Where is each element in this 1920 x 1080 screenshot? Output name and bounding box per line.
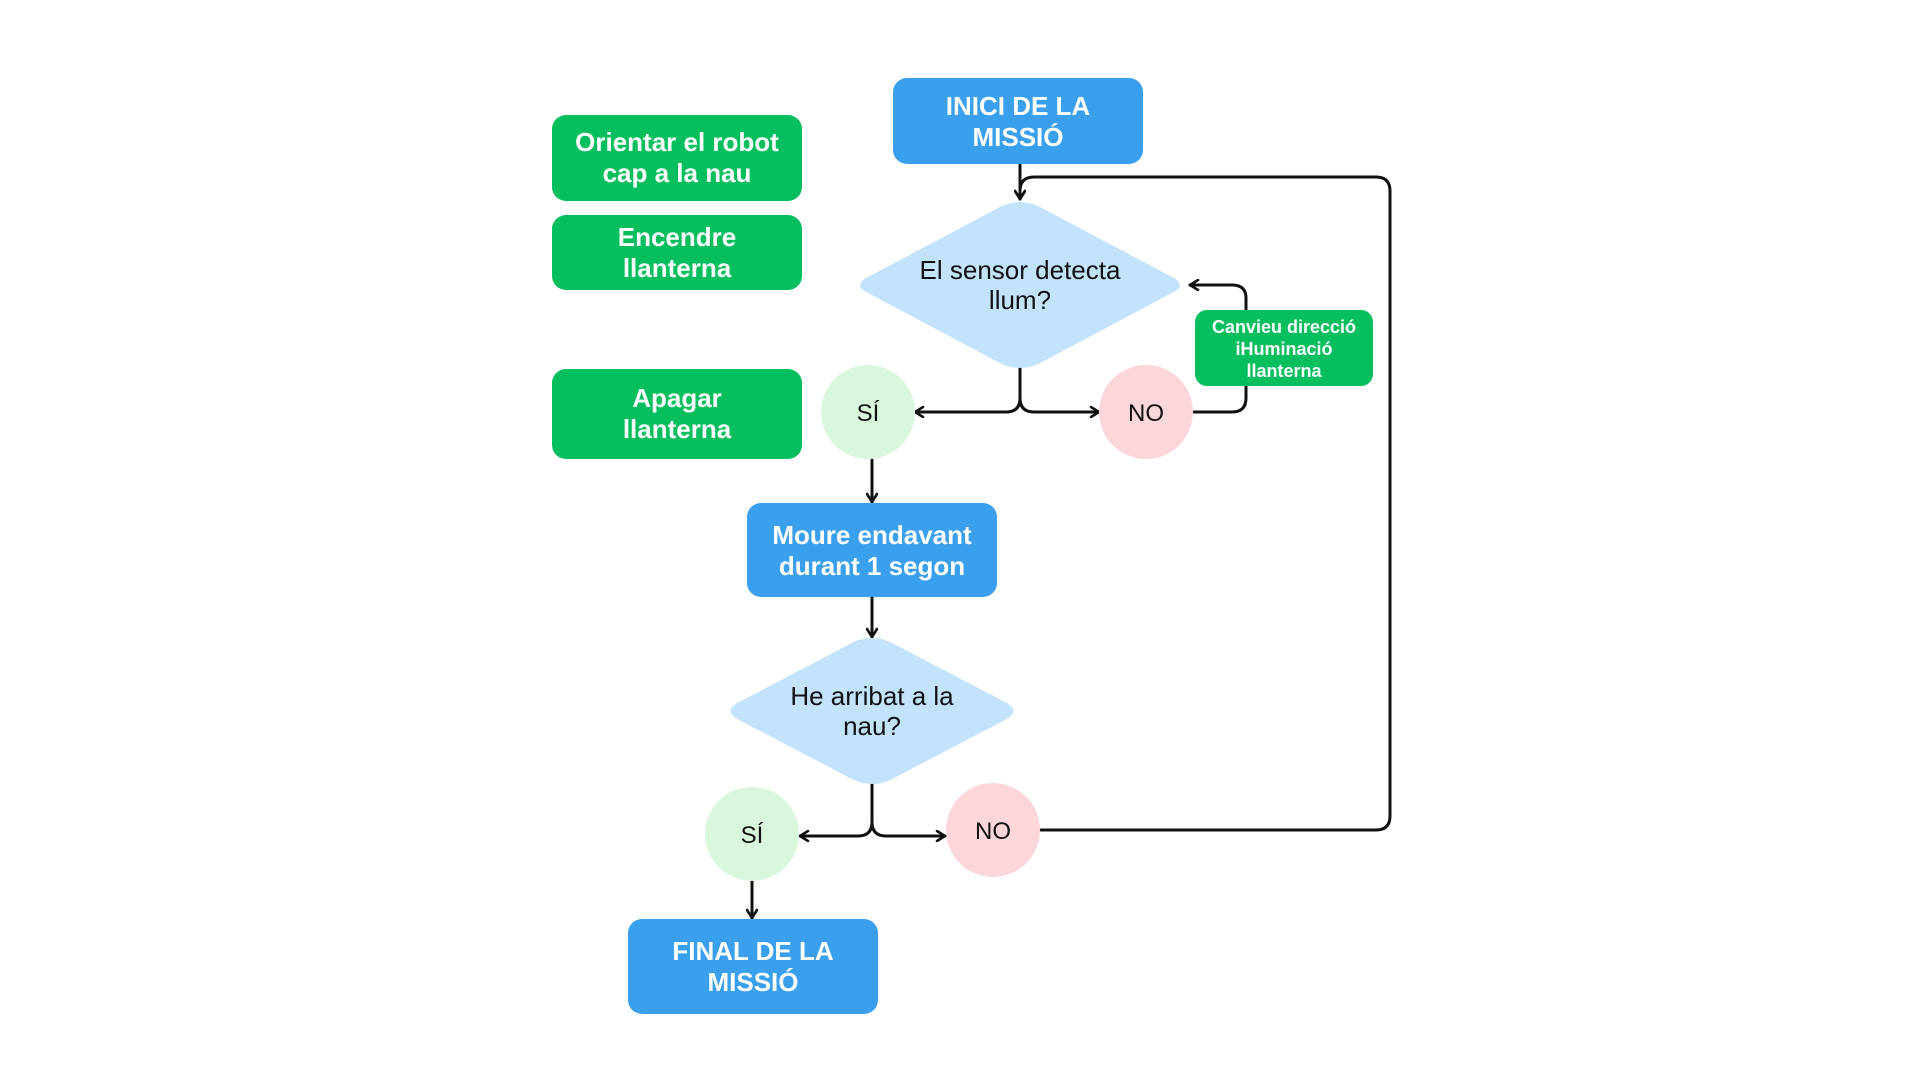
no-circle-arrived: NO (946, 783, 1040, 877)
connector-light-decision-to-yes (913, 366, 1022, 412)
yes-circle-arrived: SÍ (705, 787, 799, 881)
connectors (752, 162, 1392, 920)
action-light-on-line-1: Encendre (618, 222, 737, 252)
connector-light-decision-to-no (1018, 366, 1101, 412)
action-box-orient-robot: Orientar el robot cap a la nau (552, 115, 802, 201)
move-forward-line-1: Moure endavant (772, 520, 972, 550)
action-box-change-direction: Canvieu direcció iHuminació llanterna (1195, 310, 1373, 386)
end-line-2: MISSIÓ (707, 967, 798, 997)
action-light-on-line-2: llanterna (623, 253, 732, 283)
end-box: FINAL DE LA MISSIÓ (628, 919, 878, 1014)
change-direction-line-1: Canvieu direcció (1212, 317, 1356, 337)
decision-light-detected: El sensor detecta llum? (860, 202, 1180, 368)
decision-arrived-line-1: He arribat a la (790, 681, 954, 711)
no-circle-light: NO (1099, 365, 1193, 459)
start-line-2: MISSIÓ (972, 122, 1063, 152)
decision-arrived-line-2: nau? (843, 711, 901, 741)
connector-arrived-decision-to-yes (798, 781, 874, 836)
yes-circle-light: SÍ (821, 365, 915, 459)
action-orient-line-1: Orientar el robot (575, 127, 779, 157)
action-box-light-on: Encendre llanterna (552, 215, 802, 290)
end-line-1: FINAL DE LA (672, 936, 834, 966)
no-label-2: NO (975, 818, 1011, 845)
connector-no-to-change-direction (1192, 384, 1248, 414)
connector-not-arrived-loop-back (1020, 175, 1392, 832)
change-direction-line-3: llanterna (1246, 361, 1322, 381)
start-line-1: INICI DE LA (946, 91, 1091, 121)
action-box-light-off: Apagar llanterna (552, 369, 802, 459)
action-light-off-line-2: llanterna (623, 414, 732, 444)
decision-light-line-1: El sensor detecta (920, 255, 1121, 285)
move-forward-line-2: durant 1 segon (779, 551, 965, 581)
connector-change-direction-to-light-decision (1188, 285, 1248, 312)
decision-arrived: He arribat a la nau? (730, 638, 1014, 784)
connector-arrived-decision-to-no (870, 781, 947, 836)
start-box: INICI DE LA MISSIÓ (893, 78, 1143, 164)
change-direction-line-2: iHuminació (1235, 339, 1332, 359)
yes-label-1: SÍ (857, 400, 880, 427)
action-light-off-line-1: Apagar (632, 383, 722, 413)
move-forward-box: Moure endavant durant 1 segon (747, 503, 997, 597)
no-label-1: NO (1128, 400, 1164, 427)
action-orient-line-2: cap a la nau (603, 158, 752, 188)
yes-label-2: SÍ (741, 822, 764, 849)
decision-light-line-2: llum? (989, 285, 1051, 315)
